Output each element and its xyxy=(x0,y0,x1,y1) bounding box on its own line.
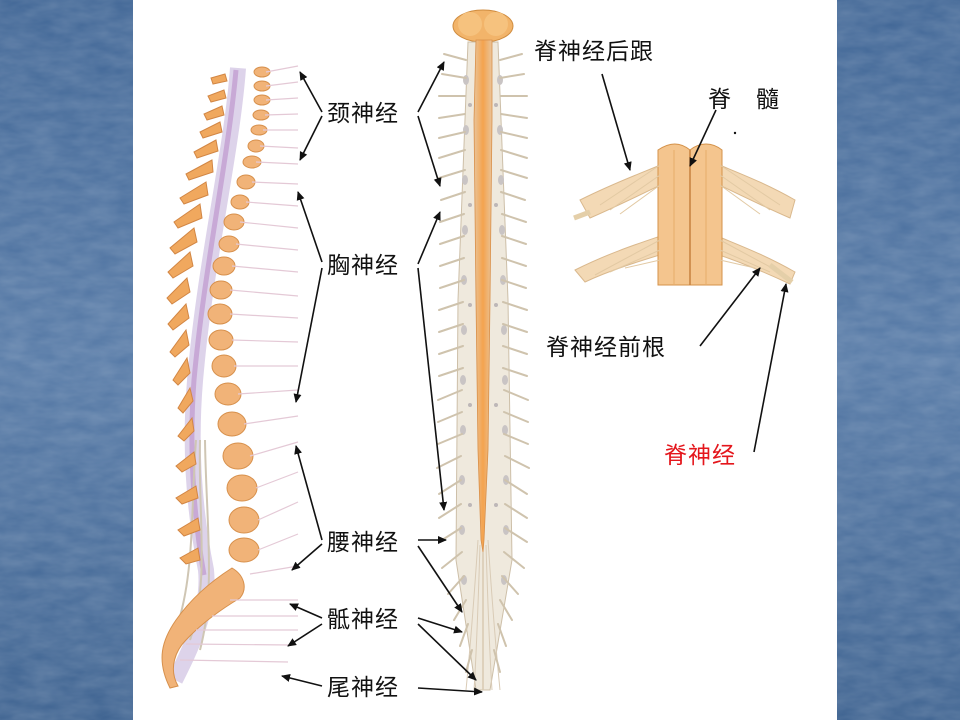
annotation-arrows xyxy=(281,61,789,696)
label-dorsal-root: 脊神经后跟 xyxy=(534,39,654,65)
vertebral-column xyxy=(161,65,299,689)
label-spinal-nerve: 脊神经 xyxy=(664,443,736,469)
label-coccygeal-nerves: 尾神经 xyxy=(327,675,399,701)
spinal-cord-segment xyxy=(573,143,796,286)
label-ventral-root: 脊神经前根 xyxy=(546,335,666,361)
label-spinal-cord: 脊 髓 xyxy=(708,87,780,113)
label-sacral-nerves: 骶神经 xyxy=(327,607,399,633)
label-thoracic-nerves: 胸神经 xyxy=(327,253,399,279)
label-cervical-nerves: 颈神经 xyxy=(327,101,399,127)
label-lumbar-nerves: 腰神经 xyxy=(327,530,399,556)
spinal-cord-dorsal-view xyxy=(436,9,530,691)
